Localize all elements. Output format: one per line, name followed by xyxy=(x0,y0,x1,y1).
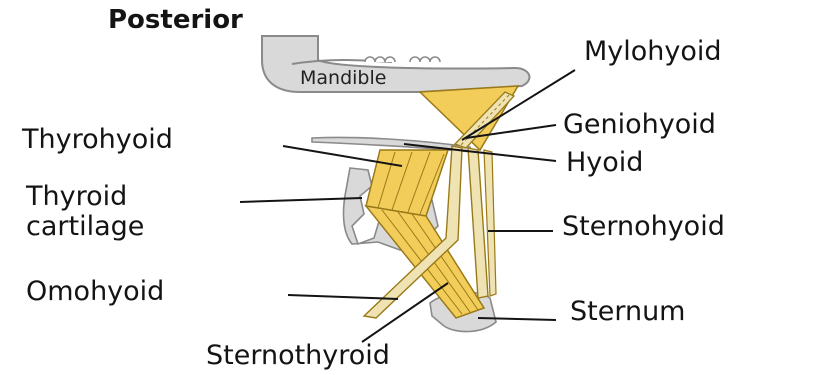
geniohyoid-label: Geniohyoid xyxy=(563,109,716,140)
sternohyoid-muscle xyxy=(468,148,496,298)
sternothyroid-label: Sternothyroid xyxy=(206,340,390,371)
sternohyoid-label: Sternohyoid xyxy=(562,211,725,242)
mylohyoid-label: Mylohyoid xyxy=(584,36,722,67)
mandible-label: Mandible xyxy=(300,67,386,89)
mandible-teeth xyxy=(365,57,440,62)
omohyoid-leader xyxy=(288,295,398,299)
thyrohyoid-label: Thyrohyoid xyxy=(21,124,173,155)
hyoid-label: Hyoid xyxy=(566,147,643,178)
omohyoid-label: Omohyoid xyxy=(26,276,164,307)
thyroid-cartilage-label-line1: Thyroid xyxy=(25,181,127,212)
view-label: Posterior xyxy=(108,5,243,35)
mandible: Mandible xyxy=(262,36,529,92)
thyrohyoid-muscle xyxy=(366,150,448,216)
sternum-label: Sternum xyxy=(570,296,686,327)
thyroid-cartilage-label-line2: cartilage xyxy=(26,211,144,242)
